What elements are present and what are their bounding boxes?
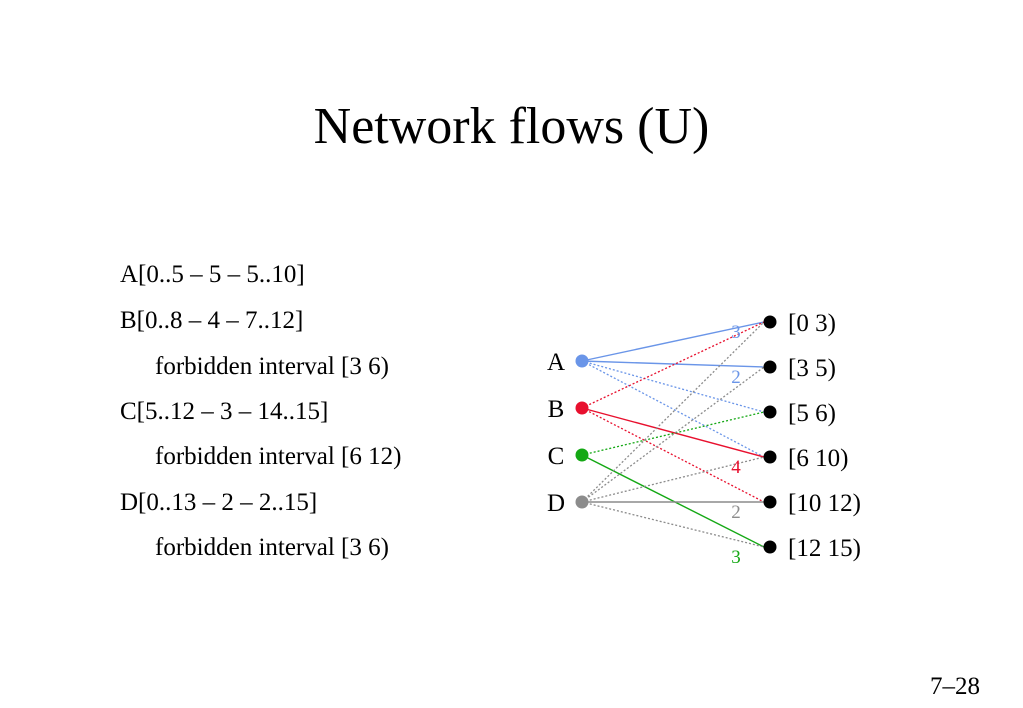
interval-node-label: [5 6) <box>788 400 836 427</box>
edge-A-i1 <box>581 360 765 368</box>
capacity-label: 4 <box>731 457 741 478</box>
interval-node-i4 <box>763 495 777 509</box>
capacity-label: 2 <box>731 367 741 388</box>
capacity-label: 2 <box>731 502 741 523</box>
interval-node-label: [6 10) <box>788 445 848 472</box>
task-node-label: D <box>547 490 565 517</box>
slide-title: Network flows (U) <box>313 98 710 155</box>
capacity-label: 3 <box>731 547 741 568</box>
task-node-label: C <box>548 443 565 470</box>
edge-C-i2 <box>581 411 765 456</box>
interval-node-i2 <box>763 405 777 419</box>
edge-B-i4 <box>581 407 765 503</box>
task-b-line: B[0..8 – 4 – 7..12] <box>120 307 304 334</box>
edge-B-i3 <box>581 407 765 458</box>
interval-node-label: [0 3) <box>788 310 836 337</box>
edge-A-i2 <box>581 360 765 413</box>
interval-node-label: [10 12) <box>788 490 861 517</box>
task-node-B <box>575 401 589 415</box>
edge-D-i1 <box>581 366 765 503</box>
task-b-forbidden-line: forbidden interval [3 6) <box>155 353 389 380</box>
task-node-C <box>575 448 589 462</box>
capacity-label: 3 <box>731 322 741 343</box>
edge-D-i3 <box>581 456 765 503</box>
interval-node-i0 <box>763 315 777 329</box>
edge-D-i0 <box>581 321 765 503</box>
task-c-forbidden-line: forbidden interval [6 12) <box>155 443 402 470</box>
edge-D-i5 <box>581 501 765 548</box>
edge-B-i0 <box>581 321 765 409</box>
task-node-label: A <box>547 349 565 376</box>
interval-node-i3 <box>763 450 777 464</box>
task-node-D <box>575 495 589 509</box>
edge-A-i0 <box>581 321 765 362</box>
task-node-A <box>575 354 589 368</box>
task-node-label: B <box>548 396 565 423</box>
task-d-forbidden-line: forbidden interval [3 6) <box>155 534 389 561</box>
interval-node-i1 <box>763 360 777 374</box>
task-c-line: C[5..12 – 3 – 14..15] <box>120 398 329 425</box>
interval-node-i5 <box>763 540 777 554</box>
page-number: 7–28 <box>930 673 980 700</box>
interval-node-label: [3 5) <box>788 355 836 382</box>
task-a-line: A[0..5 – 5 – 5..10] <box>120 261 305 288</box>
edge-C-i5 <box>581 454 765 548</box>
interval-node-label: [12 15) <box>788 535 861 562</box>
task-d-line: D[0..13 – 2 – 2..15] <box>120 489 318 516</box>
